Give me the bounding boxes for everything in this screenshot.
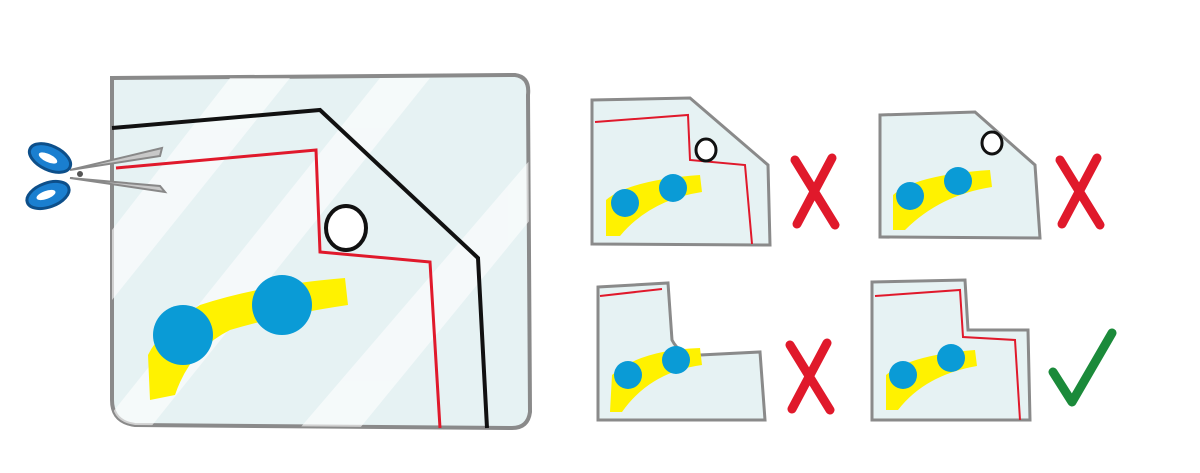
scissors-icon (25, 142, 168, 211)
main-sheet (110, 72, 533, 431)
inner-cut-line (115, 148, 442, 429)
cross-icon (1055, 153, 1105, 230)
hole-marker (324, 204, 368, 252)
option-bottom-right (870, 278, 1117, 422)
outer-cut-line (111, 107, 489, 429)
cross-icon (785, 338, 835, 415)
option-top-right (878, 110, 1105, 240)
option-bottom-left (596, 281, 835, 422)
blue-dot (252, 275, 312, 335)
blue-dot (153, 305, 213, 365)
cross-icon (790, 153, 840, 230)
check-icon (1048, 328, 1117, 407)
option-top-left (590, 96, 840, 247)
